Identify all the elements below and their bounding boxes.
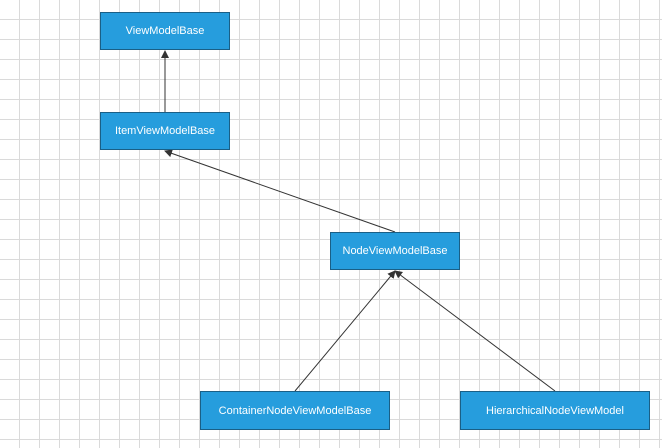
node-label: HierarchicalNodeViewModel	[486, 404, 624, 417]
node-viewmodelbase[interactable]: ViewModelBase	[100, 12, 230, 50]
node-label: NodeViewModelBase	[342, 245, 448, 257]
node-hierarchicalnodeviewmodel[interactable]: HierarchicalNodeViewModel	[460, 391, 650, 430]
node-itemviewmodelbase[interactable]: ItemViewModelBase	[100, 112, 230, 150]
edge-nodeviewmodelbase-to-itemviewmodelbase	[164, 149, 396, 233]
node-label: ViewModelBase	[125, 25, 205, 37]
node-label: ContainerNodeViewModelBase	[218, 404, 372, 417]
edge-hierarchicalnodeviewmodel-to-nodeviewmodelbase	[394, 270, 556, 392]
edge-containernodeviewmodelbase-to-nodeviewmodelbase	[294, 270, 396, 392]
node-nodeviewmodelbase[interactable]: NodeViewModelBase	[330, 232, 460, 270]
node-label: ItemViewModelBase	[114, 125, 216, 137]
node-containernodeviewmodelbase[interactable]: ContainerNodeViewModelBase	[200, 391, 390, 430]
